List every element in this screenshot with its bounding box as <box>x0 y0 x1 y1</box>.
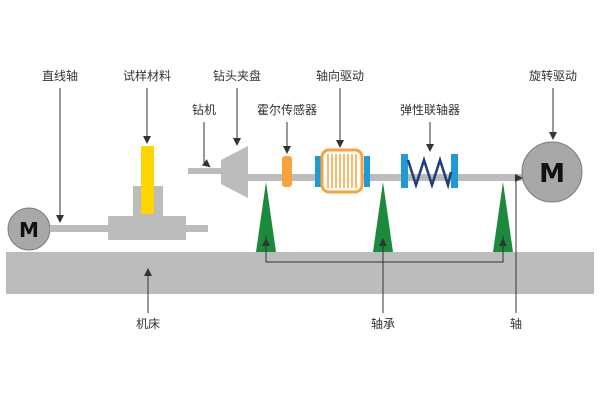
label-bed: 机床 <box>136 317 160 331</box>
hall-sensor <box>282 156 292 187</box>
bearing-3 <box>493 182 513 252</box>
label-specimen: 试样材料 <box>123 68 171 83</box>
left-motor-glyph: M <box>19 218 39 242</box>
label-shaft: 轴 <box>510 316 522 331</box>
right-motor-glyph: M <box>539 159 565 189</box>
main-shaft <box>248 174 530 181</box>
label-bearing: 轴承 <box>371 316 395 331</box>
drill-bit <box>188 168 224 174</box>
slide-carriage <box>108 216 186 240</box>
label-axial-drive: 轴向驱动 <box>316 68 364 83</box>
label-chuck: 钻头夹盘 <box>213 68 261 83</box>
right-motor: M <box>521 141 583 203</box>
label-drill: 钻机 <box>192 102 216 117</box>
drill-chuck <box>221 146 248 198</box>
axial-drive <box>315 148 370 194</box>
carriage-stub <box>186 225 208 232</box>
label-elastic-coupling: 弹性联轴器 <box>400 102 460 117</box>
bearing-2 <box>373 182 393 252</box>
linear-axis-shaft <box>50 225 110 232</box>
label-rotary-drive: 旋转驱动 <box>529 68 577 83</box>
bearing-1 <box>256 182 276 252</box>
left-motor: M <box>7 207 51 251</box>
machine-bed <box>6 252 594 294</box>
label-hall-sensor: 霍尔传感器 <box>257 102 317 117</box>
specimen-material <box>141 146 154 214</box>
leader-lines <box>56 88 557 313</box>
elastic-coupling <box>401 154 458 190</box>
label-linear-axis: 直线轴 <box>42 68 78 83</box>
